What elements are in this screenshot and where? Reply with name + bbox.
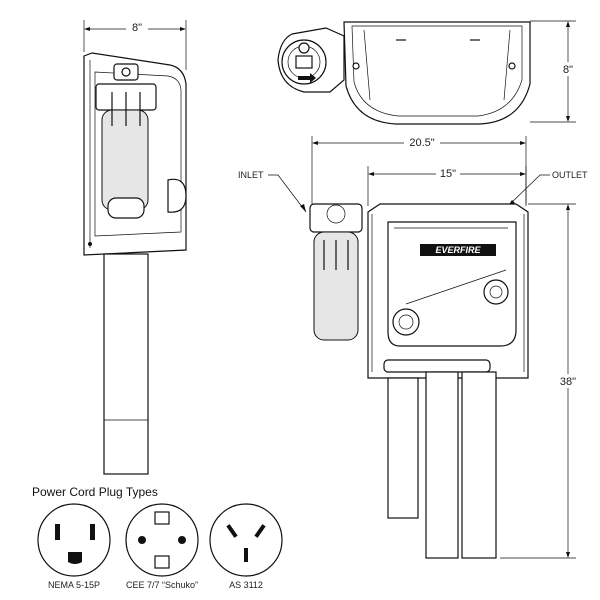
inlet-callout: INLET — [238, 170, 307, 213]
plug-cee-label: CEE 7/7 “Schuko” — [126, 580, 198, 590]
overall-width-label: 20.5" — [409, 137, 434, 149]
side-width-label: 8" — [132, 22, 142, 34]
side-width-dimension: 8" — [83, 20, 187, 70]
height-dimension: 38" — [500, 203, 580, 559]
inlet-label: INLET — [238, 170, 264, 180]
front-view: 20.5" 15" 38" INLET OUT — [238, 135, 588, 559]
top-view: 8" — [277, 20, 578, 125]
plug-as-label: AS 3112 — [229, 580, 263, 590]
body-width-dimension: 15" — [367, 166, 527, 206]
height-label: 38" — [560, 376, 576, 388]
plug-types-section: Power Cord Plug Types NEMA 5-15P CEE 7/7… — [32, 485, 283, 590]
overall-width-dimension: 20.5" — [311, 135, 527, 204]
brand-logo-text: EVERFIRE — [435, 245, 481, 255]
plug-cee-7-7: CEE 7/7 “Schuko” — [125, 503, 199, 590]
body-width-label: 15" — [440, 168, 456, 180]
plug-nema-label: NEMA 5-15P — [48, 580, 100, 590]
brand-logo — [420, 244, 496, 256]
side-view: 8" — [83, 20, 187, 475]
plug-types-title: Power Cord Plug Types — [32, 485, 158, 499]
top-depth-label: 8" — [563, 64, 573, 76]
top-depth-dimension: 8" — [530, 20, 578, 123]
outlet-label: OUTLET — [552, 170, 588, 180]
plug-nema-5-15p: NEMA 5-15P — [37, 503, 111, 590]
plug-as-3112: AS 3112 — [209, 503, 283, 590]
